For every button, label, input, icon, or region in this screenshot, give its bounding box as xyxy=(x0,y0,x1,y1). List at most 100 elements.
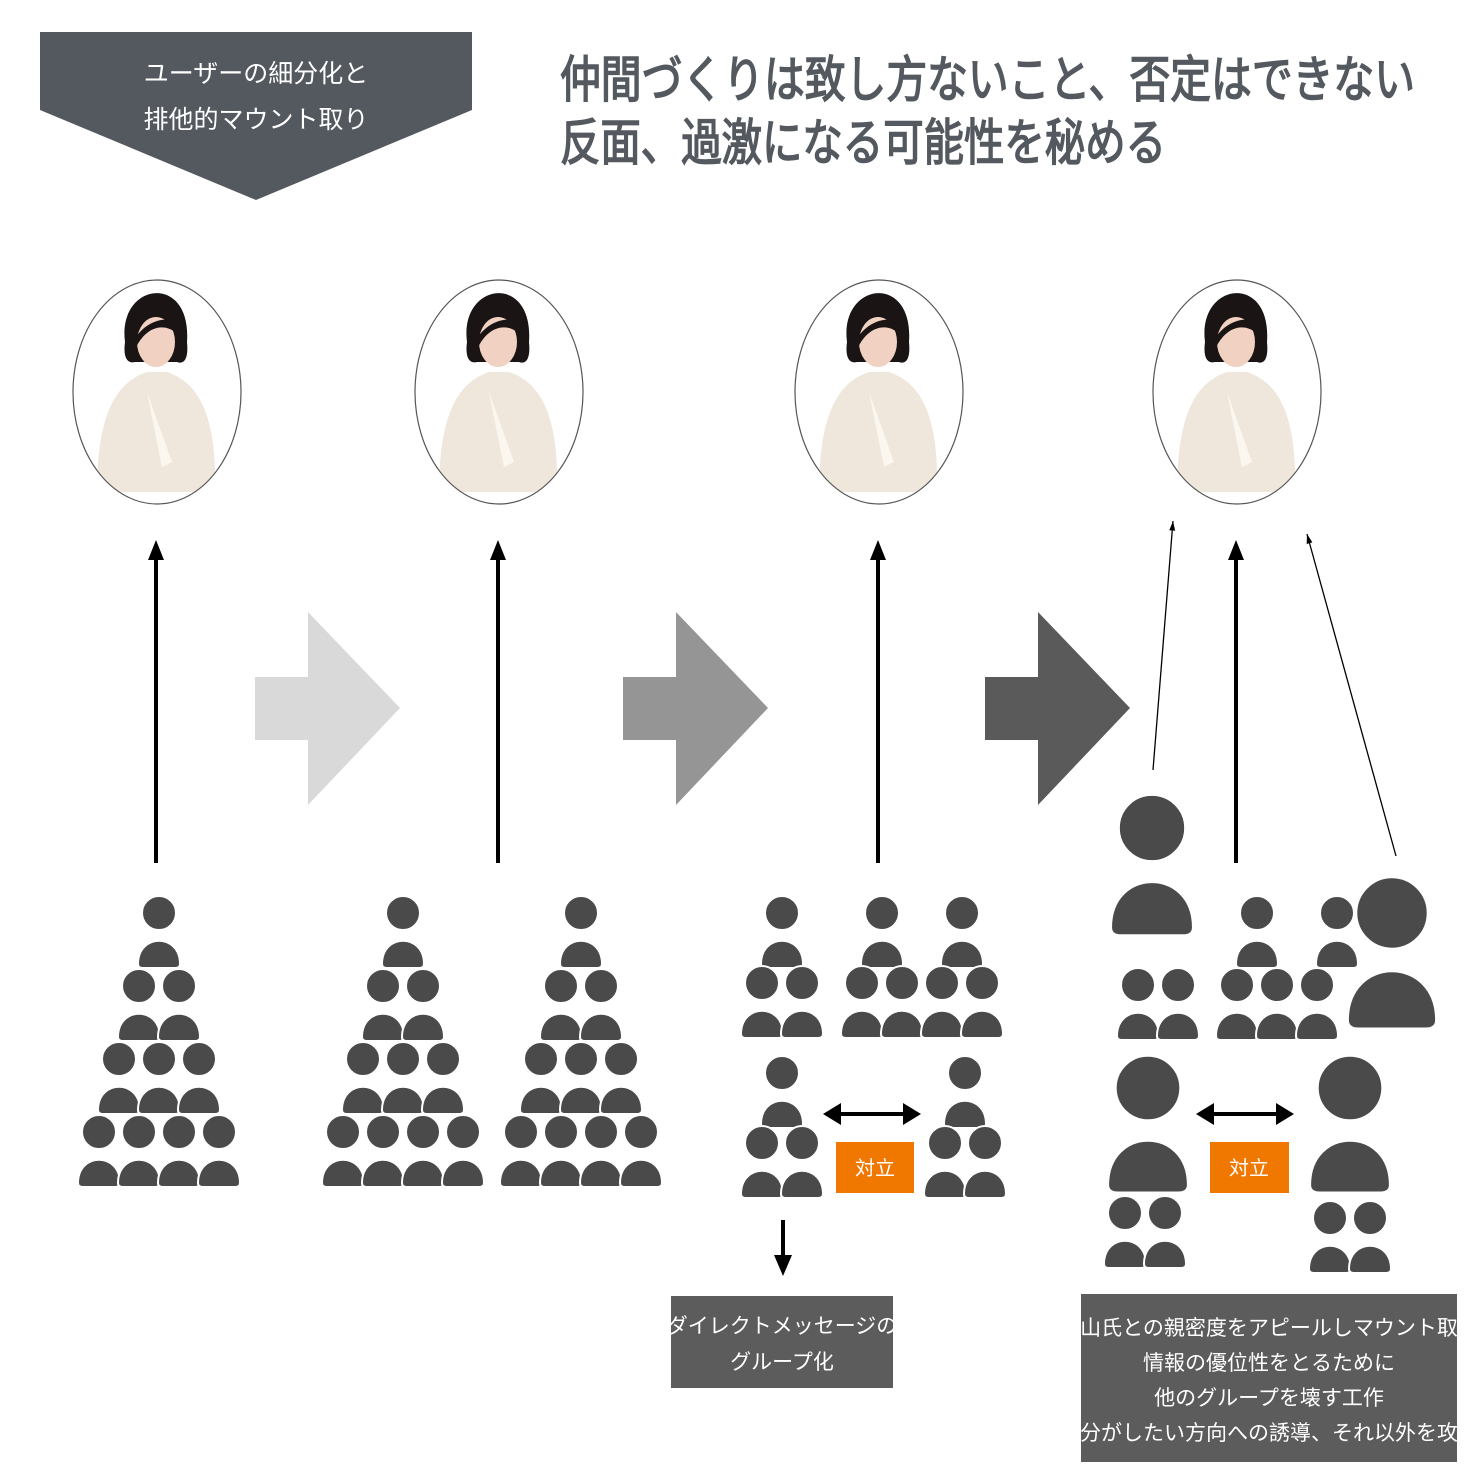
note-tactics-box xyxy=(1081,1294,1457,1462)
person-icon xyxy=(136,895,182,969)
note-tactics-line: 自分がしたい方向への誘導、それ以外を攻撃 xyxy=(1059,1421,1478,1445)
down-arrow xyxy=(774,1220,792,1276)
person-icon xyxy=(578,968,624,1042)
double-arrow xyxy=(823,1103,921,1125)
person-icon xyxy=(156,968,202,1042)
person-icon xyxy=(96,1041,142,1115)
person-icon xyxy=(400,968,446,1042)
person-icon xyxy=(598,1041,644,1115)
header-badge-line1: ユーザーの細分化と xyxy=(144,59,369,88)
thin-arrow xyxy=(1152,520,1176,771)
person-icon xyxy=(176,1041,222,1115)
person-icon xyxy=(440,1114,486,1188)
person-icon xyxy=(136,1041,182,1115)
header-badge: ユーザーの細分化と 排他的マウント取り xyxy=(40,32,472,200)
note-tactics-line: 情報の優位性をとるために xyxy=(1143,1351,1395,1375)
page-title-line2: 反面、過激になる可能性を秘める xyxy=(560,114,1166,172)
person-icon xyxy=(1142,1195,1188,1269)
person-icon xyxy=(879,965,925,1039)
person-icon xyxy=(1155,967,1201,1041)
person-icon xyxy=(518,1041,564,1115)
conflict-badge xyxy=(1210,1142,1289,1193)
up-arrow xyxy=(1228,540,1244,863)
person-icon xyxy=(739,965,785,1039)
person-icon xyxy=(959,965,1005,1039)
person-icon xyxy=(1294,967,1340,1041)
step-arrow-dark xyxy=(985,612,1130,805)
person-icon xyxy=(116,1114,162,1188)
person-icon xyxy=(1107,1054,1189,1194)
person-icon xyxy=(558,895,604,969)
person-icon xyxy=(1234,895,1280,969)
portrait-avatar xyxy=(414,279,584,505)
person-icon xyxy=(618,1114,664,1188)
up-arrow xyxy=(490,540,506,863)
thin-arrow xyxy=(1306,533,1397,857)
person-icon xyxy=(1347,1200,1393,1274)
header-badge-line2: 排他的マウント取り xyxy=(143,105,368,134)
portrait-avatar xyxy=(794,279,964,505)
person-icon xyxy=(779,965,825,1039)
person-icon xyxy=(739,1125,785,1199)
person-icon xyxy=(779,1125,825,1199)
portrait-frame xyxy=(72,279,242,505)
person-icon xyxy=(1110,793,1194,937)
portrait-avatar xyxy=(72,279,242,505)
portrait-frame xyxy=(1152,279,1322,505)
person-icon xyxy=(962,1125,1008,1199)
note-dm: ダイレクトメッセージの グループ化 xyxy=(667,1296,897,1388)
conflict-badge xyxy=(836,1142,914,1193)
person-icon xyxy=(380,1041,426,1115)
person-icon xyxy=(922,1125,968,1199)
person-icon xyxy=(156,1114,202,1188)
person-icon xyxy=(1309,1054,1391,1194)
person-icon xyxy=(1307,1200,1353,1274)
person-icon xyxy=(1115,967,1161,1041)
person-icon xyxy=(759,1055,805,1129)
note-tactics: 飯山氏との親密度をアピールしマウント取り 情報の優位性をとるために 他のグループ… xyxy=(1059,1294,1478,1462)
portrait-avatar xyxy=(1152,279,1322,505)
person-icon xyxy=(400,1114,446,1188)
up-arrow xyxy=(148,540,164,863)
step-arrow-light xyxy=(255,612,400,805)
person-icon xyxy=(942,1055,988,1129)
step-arrow-mid xyxy=(623,612,768,805)
person-icon xyxy=(1214,967,1260,1041)
person-icon xyxy=(1254,967,1300,1041)
note-dm-box xyxy=(671,1296,893,1388)
person-icon xyxy=(759,895,805,969)
person-icon xyxy=(76,1114,122,1188)
person-icon xyxy=(839,965,885,1039)
person-icon xyxy=(939,895,985,969)
conflict-label: 対立 xyxy=(1229,1156,1269,1180)
person-icon xyxy=(420,1041,466,1115)
conflict-label: 対立 xyxy=(855,1156,895,1180)
page-title-line1: 仲間づくりは致し方ないこと、否定はできない xyxy=(560,51,1415,109)
person-icon xyxy=(320,1114,366,1188)
person-icon xyxy=(360,1114,406,1188)
person-icon xyxy=(498,1114,544,1188)
person-icon xyxy=(578,1114,624,1188)
conflict-group-4: 対立 xyxy=(1210,1142,1289,1193)
person-icon xyxy=(340,1041,386,1115)
conflict-group-3: 対立 xyxy=(836,1142,914,1193)
header-badge-shape xyxy=(40,32,472,200)
note-tactics-line: 他のグループを壊す工作 xyxy=(1154,1386,1384,1410)
person-icon xyxy=(116,968,162,1042)
double-arrow xyxy=(1196,1103,1294,1125)
portrait-frame xyxy=(414,279,584,505)
person-icon xyxy=(360,968,406,1042)
portrait-frame xyxy=(794,279,964,505)
person-icon xyxy=(919,965,965,1039)
person-icon xyxy=(380,895,426,969)
person-icon xyxy=(1102,1195,1148,1269)
person-icon xyxy=(538,1114,584,1188)
note-dm-line2: グループ化 xyxy=(730,1350,834,1374)
person-icon xyxy=(1314,895,1360,969)
person-icon xyxy=(538,968,584,1042)
person-icon xyxy=(196,1114,242,1188)
note-tactics-line: 飯山氏との親密度をアピールしマウント取り xyxy=(1059,1316,1478,1340)
person-icon xyxy=(1346,876,1438,1030)
person-icon xyxy=(859,895,905,969)
